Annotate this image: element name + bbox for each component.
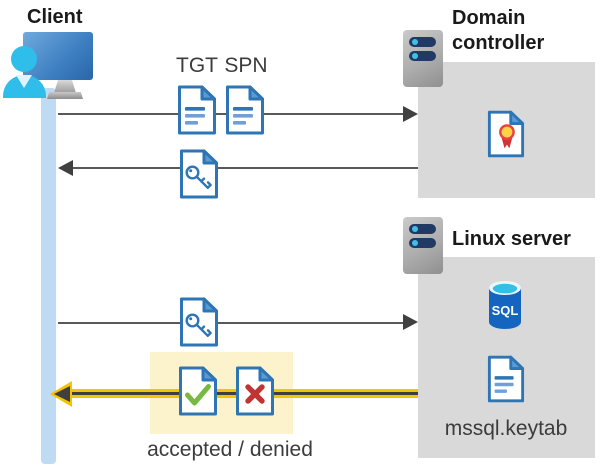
present-key-arrow-line bbox=[58, 322, 405, 324]
result-label: accepted / denied bbox=[147, 438, 313, 461]
accepted-document-icon bbox=[179, 366, 217, 416]
linux-server-icon bbox=[403, 217, 443, 274]
keytab-file-icon bbox=[487, 355, 525, 403]
linux-server-label: Linux server bbox=[452, 228, 571, 250]
present-key-arrowhead-icon bbox=[403, 314, 418, 330]
sql-database-icon: SQL bbox=[489, 281, 521, 329]
user-icon bbox=[11, 46, 37, 72]
spn-ticket-document-icon bbox=[226, 85, 264, 135]
sql-badge-text: SQL bbox=[492, 303, 519, 318]
client-label: Client bbox=[27, 6, 83, 28]
denied-document-icon bbox=[236, 366, 274, 416]
monitor-base-icon bbox=[47, 92, 83, 99]
spn-label: SPN bbox=[224, 54, 268, 77]
service-key-document-icon bbox=[180, 297, 218, 347]
request-tickets-arrowhead-icon bbox=[403, 106, 418, 122]
domain-controller-label: Domain controller bbox=[452, 7, 545, 54]
client-timeline-bar bbox=[41, 88, 56, 464]
tgt-label: TGT bbox=[176, 54, 218, 77]
domain-controller-server-icon bbox=[403, 30, 443, 87]
tgt-ticket-document-icon bbox=[178, 85, 216, 135]
return-session-key-arrow-line bbox=[71, 167, 418, 169]
user-collar-icon bbox=[16, 75, 32, 88]
keytab-label: mssql.keytab bbox=[444, 417, 568, 440]
certificate-document-icon bbox=[487, 110, 525, 158]
monitor-stand-icon bbox=[54, 80, 76, 93]
session-key-document-icon bbox=[180, 149, 218, 199]
return-session-key-arrowhead-icon bbox=[58, 160, 73, 176]
response-arrowhead-icon bbox=[54, 386, 70, 402]
